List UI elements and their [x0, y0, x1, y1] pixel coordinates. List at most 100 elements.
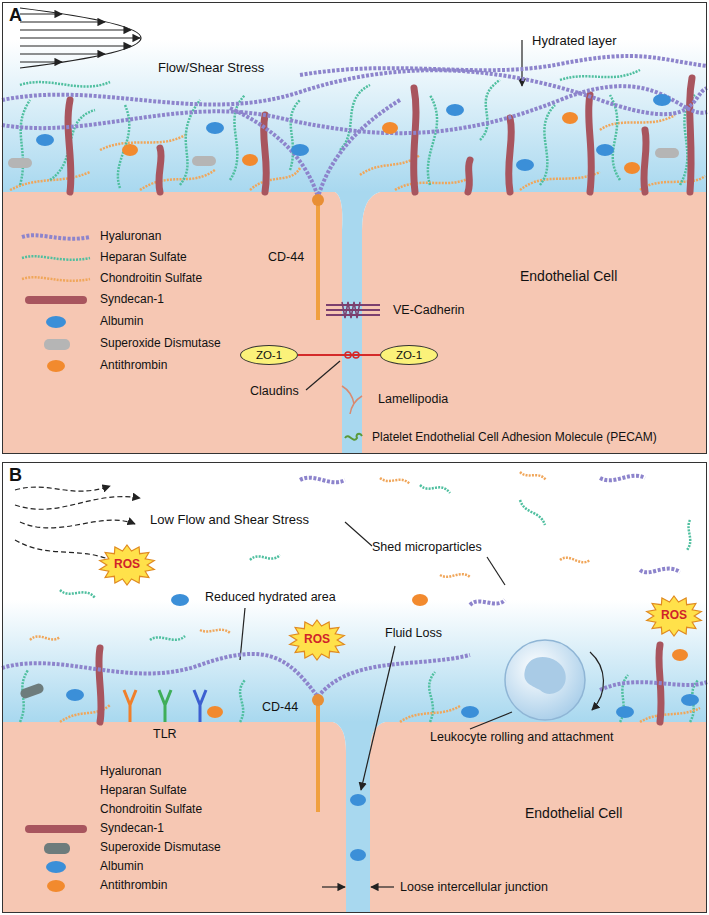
annotation-label: Shed microparticles [372, 540, 482, 555]
ros-star-outline [290, 620, 345, 660]
zo1-protein: ZO-1 [240, 345, 298, 365]
endothelial-cell [333, 722, 385, 913]
shed-fragments [487, 557, 505, 585]
connector-layer [3, 3, 706, 453]
fluid-loss-arrow [361, 646, 395, 790]
shed-fragments [30, 636, 60, 640]
annotation-label: VE-Cadherin [393, 303, 465, 318]
annotation-label: Platelet Endothelial Cell Adhesion Molec… [372, 430, 657, 444]
annotation-label: Fluid Loss [385, 626, 442, 641]
chondroitin-sulfate [10, 115, 705, 190]
annotation-label: Low Flow and Shear Stress [150, 512, 309, 528]
hydrated-layer [2, 600, 707, 722]
albumin [653, 94, 671, 106]
antithrombin [624, 162, 640, 174]
albumin [291, 144, 309, 156]
albumin [36, 94, 671, 171]
antithrombin [562, 112, 578, 124]
albumin [616, 706, 634, 718]
panel-letter: A [9, 6, 22, 26]
claudin-link [298, 354, 380, 356]
panel-frame: AZO-1ZO-1 [2, 2, 707, 454]
flow-arrows [20, 29, 131, 30]
legend-swatch [46, 316, 66, 328]
hyaluronan [318, 655, 470, 697]
annotation-label: Loose intercellular junction [400, 880, 548, 895]
leukocyte [470, 712, 512, 729]
heparan-sulfate [290, 100, 300, 170]
zo1-label: ZO-1 [256, 349, 282, 362]
annotation-label: Claudins [250, 384, 299, 399]
flow-arrows [20, 61, 62, 62]
claudin-loops [306, 361, 340, 390]
hyaluronan [2, 86, 707, 133]
albumin [36, 134, 54, 146]
pecam [345, 434, 362, 440]
heparan-sulfate [20, 670, 698, 722]
chondroitin-sulfate [100, 135, 185, 150]
superoxide-dismutase [8, 148, 679, 168]
syndecan-1 [99, 648, 101, 722]
antithrombin [382, 122, 398, 134]
albumin [461, 706, 479, 718]
annotation-label: TLR [153, 727, 177, 742]
hyaluronan [300, 56, 707, 75]
heparan-sulfate [560, 70, 640, 80]
heparan-sulfate [20, 82, 110, 87]
ros-star-outline [100, 545, 155, 585]
claudin-loops [306, 352, 359, 390]
shed-fragments [240, 608, 245, 660]
flow-arrows [20, 37, 140, 38]
ros-star-outline [647, 596, 702, 636]
albumin [206, 122, 224, 134]
shed-fragments [250, 555, 280, 560]
legend-text: Heparan Sulfate [100, 783, 187, 797]
legend-text: Chondroitin Sulfate [100, 802, 202, 816]
panel-letter: B [9, 466, 22, 486]
superoxide-dismutase [192, 156, 216, 166]
ros-burst: ROS [288, 619, 346, 661]
chondroitin-sulfate [640, 708, 700, 722]
syndecan-1 [68, 78, 692, 192]
legend-text: Hyaluronan [100, 229, 161, 243]
shed-fragments [300, 478, 345, 483]
chondroitin-sulfate [640, 176, 705, 190]
heparan-sulfate [540, 105, 555, 185]
annotation-label: Reduced hydrated area [205, 590, 336, 605]
legend-sample [22, 256, 90, 259]
low-flow-arrows [20, 520, 135, 528]
legend-text: Albumin [100, 314, 143, 328]
annotation-label: Endothelial Cell [520, 268, 617, 285]
legend-sample [22, 235, 90, 238]
shed-fragments [200, 630, 230, 633]
albumin [66, 689, 84, 701]
legend-text: Heparan Sulfate [100, 250, 187, 264]
hyaluronan [2, 654, 707, 697]
albumin [66, 594, 699, 861]
legend-text: Antithrombin [100, 358, 167, 372]
annotation-label: CD-44 [262, 700, 298, 715]
superoxide-dismutase [8, 158, 32, 168]
heparan-sulfate [340, 85, 370, 150]
ros-label: ROS [114, 558, 140, 571]
legend-swatch [25, 296, 87, 304]
legend-swatch [46, 861, 66, 873]
legend-text: Chondroitin Sulfate [100, 271, 202, 285]
antithrombin [207, 706, 223, 718]
low-flow-arrows [15, 486, 110, 491]
tlr-receptor [124, 690, 136, 722]
superoxide-dismutase [655, 148, 679, 158]
shed-fragments [520, 500, 545, 525]
endothelial-cell [370, 722, 707, 913]
cd44-receptor [312, 694, 324, 706]
syndecan-1 [690, 78, 692, 192]
shed-fragments [150, 636, 185, 640]
endothelial-cell [2, 722, 346, 913]
legend-swatch [47, 360, 65, 372]
endothelial-cell [362, 192, 707, 454]
ros-burst: ROS [98, 544, 156, 586]
albumin [681, 694, 699, 706]
legend-text: Antithrombin [100, 878, 167, 892]
ve-cadherin [342, 302, 360, 318]
cd44-receptor [316, 203, 320, 320]
